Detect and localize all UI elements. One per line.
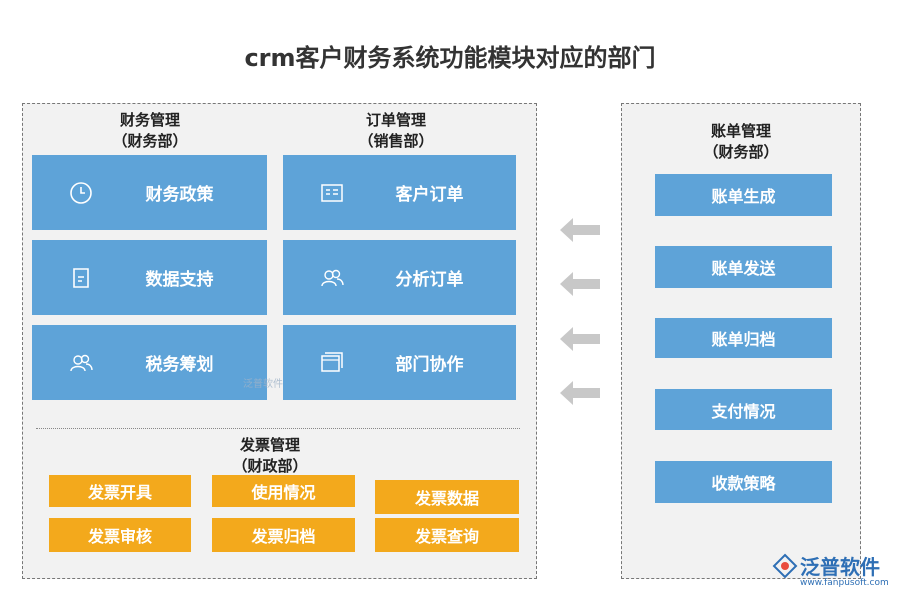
billing-heading-group: 账单管理 （财务部） <box>671 121 811 163</box>
finance-item-label: 财务政策 <box>145 185 214 205</box>
orders-item-analysis: 分析订单 <box>283 240 516 315</box>
invoice-item: 发票查询 <box>375 518 519 552</box>
invoice-heading: 发票管理 <box>239 436 300 454</box>
brand-logo: 泛普软件 www.fanpusoft.com <box>772 551 890 597</box>
orders-dept: （销售部） <box>358 132 434 150</box>
finance-item-policy: 财务政策 <box>32 155 267 230</box>
page-title: crm客户财务系统功能模块对应的部门 <box>244 44 656 72</box>
section-divider <box>36 428 520 429</box>
finance-item-data: 数据支持 <box>32 240 267 315</box>
finance-heading: 财务管理 <box>119 111 180 129</box>
invoice-heading-group: 发票管理 （财政部） <box>200 435 340 477</box>
brand-name: 泛普软件 <box>800 555 880 579</box>
invoice-item: 发票审核 <box>49 518 191 552</box>
windows-icon <box>319 350 345 376</box>
finance-heading-group: 财务管理 （财务部） <box>80 110 220 152</box>
invoice-dept: （财政部） <box>232 457 308 475</box>
users-icon <box>68 350 94 376</box>
list-card-icon <box>319 180 345 206</box>
clock-icon <box>68 180 94 206</box>
left-arrow-icon <box>560 272 600 296</box>
left-arrow-icon <box>560 218 600 242</box>
invoice-item: 发票数据 <box>375 480 519 514</box>
orders-heading-group: 订单管理 （销售部） <box>326 110 466 152</box>
orders-item-label: 部门协作 <box>395 355 464 375</box>
finance-dept: （财务部） <box>112 132 188 150</box>
orders-heading: 订单管理 <box>365 111 426 129</box>
invoice-item: 使用情况 <box>212 475 355 507</box>
finance-item-tax: 税务筹划 <box>32 325 267 400</box>
watermark: 泛普软件 <box>243 379 283 390</box>
billing-heading: 账单管理 <box>710 122 771 140</box>
finance-item-label: 数据支持 <box>145 270 214 290</box>
invoice-item: 发票归档 <box>212 518 355 552</box>
brand-url: www.fanpusoft.com <box>800 578 889 588</box>
brand-mark-icon <box>772 553 798 579</box>
billing-item: 账单生成 <box>655 174 832 216</box>
finance-item-label: 税务筹划 <box>145 355 214 375</box>
orders-item-label: 分析订单 <box>395 270 464 290</box>
billing-item: 账单发送 <box>655 246 832 288</box>
orders-item-customer: 客户订单 <box>283 155 516 230</box>
billing-dept: （财务部） <box>703 143 779 161</box>
billing-item: 收款策略 <box>655 461 832 503</box>
billing-item: 支付情况 <box>655 389 832 430</box>
orders-item-collab: 部门协作 <box>283 325 516 400</box>
document-icon <box>68 265 94 291</box>
left-arrow-icon <box>560 381 600 405</box>
users-icon <box>319 265 345 291</box>
left-arrow-icon <box>560 327 600 351</box>
billing-item: 账单归档 <box>655 318 832 358</box>
orders-item-label: 客户订单 <box>395 185 464 205</box>
invoice-item: 发票开具 <box>49 475 191 507</box>
